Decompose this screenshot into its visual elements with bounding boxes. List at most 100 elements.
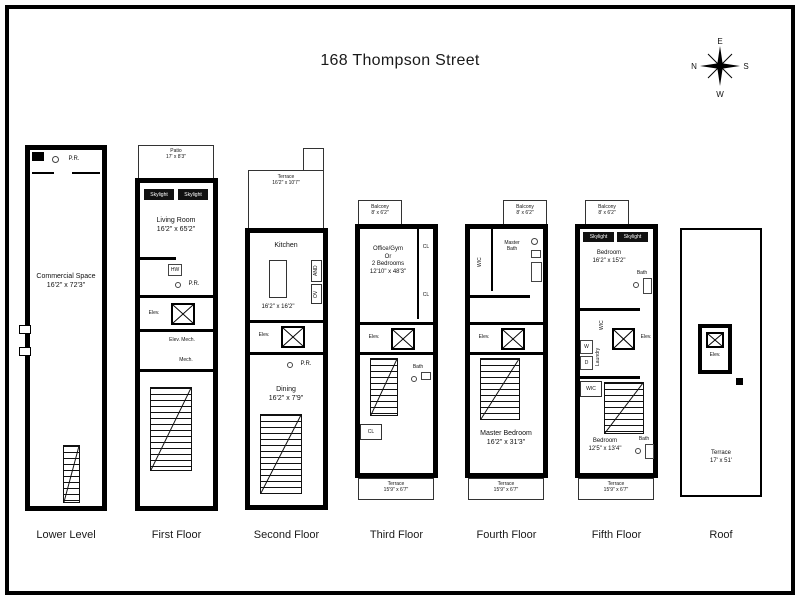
balcony-outline (503, 200, 547, 226)
compass-south-label: S (743, 62, 748, 71)
toilet-fixture (633, 282, 639, 288)
room-name: Bath (506, 246, 518, 253)
balcony-name: Balcony (598, 204, 616, 210)
wall-segment (470, 352, 543, 355)
room-name: Living Room (156, 217, 196, 224)
balcony-label: Balcony 8' x 6'2" (358, 204, 402, 217)
closet-outline (580, 381, 602, 397)
skylight-right: Skylight (178, 189, 208, 200)
sink-fixture (531, 250, 541, 258)
room-label: Master Bedroom 16'2" x 31'3" (471, 430, 541, 448)
sink-fixture (421, 372, 431, 380)
floorplan-roof: Elev. Terrace 17' x 51' (680, 228, 762, 497)
wall-notch (19, 325, 31, 334)
room-label: Bedroom 16'2" x 15'2" (579, 250, 639, 265)
wic-label: WIC (599, 320, 605, 330)
terrace-dims: 15'9" x 6'7" (383, 487, 409, 494)
wall-segment (250, 352, 323, 355)
wall-segment (580, 308, 640, 311)
room-name: 2 Bedrooms (371, 261, 405, 267)
closet-outline (360, 424, 382, 440)
kitchen-label: Kitchen (274, 242, 298, 249)
skylight-right: Skylight (617, 232, 648, 242)
compass-star-icon: E S W N (691, 37, 749, 99)
skylight-left: Skylight (583, 232, 614, 242)
elevator-label: Elev. (148, 310, 160, 316)
wic-label: WIC (586, 386, 596, 392)
terrace-name: Terrace (387, 481, 405, 487)
room-name: Commercial Space (36, 273, 96, 280)
appliance (311, 284, 322, 304)
terrace-label: Terrace 15'9" x 6'7" (468, 481, 544, 494)
bath-label: Bath (636, 270, 648, 276)
room-dims: 12'5" x 13'4" (588, 445, 622, 452)
terrace-dims: 15'9" x 6'7" (603, 487, 629, 494)
floorplan-lower-level: P.R. Commercial Space 16'2" x 72'3" (19, 145, 107, 511)
wall-segment (72, 172, 100, 174)
room-name: Master Bedroom (480, 430, 532, 437)
terrace-label: Terrace 15'9" x 6'7" (358, 481, 434, 494)
wall-segment (32, 152, 44, 161)
room-label: Living Room 16'2" x 65'2" (141, 217, 211, 235)
floor-name-roof: Roof (709, 529, 733, 541)
balcony-label: Balcony 8' x 6'2" (585, 204, 629, 217)
compass-west-label: W (716, 90, 724, 98)
staircase (150, 387, 192, 471)
dining-name: Dining (276, 386, 296, 393)
balcony-dims: 8' x 6'2" (371, 210, 389, 217)
toilet-fixture (411, 376, 417, 382)
wall-segment (470, 322, 543, 325)
staircase (370, 358, 398, 416)
terrace-label: Terrace 17' x 51' (680, 450, 762, 465)
tub-fixture (645, 444, 654, 459)
closet-label: CL (422, 244, 430, 250)
wall-segment (250, 320, 323, 323)
sink-fixture (52, 156, 59, 163)
kitchen-dims: 16'2" x 16'2" (261, 304, 295, 310)
page-border (5, 5, 795, 595)
staircase (260, 414, 302, 494)
dryer-label: D (584, 360, 589, 366)
terrace-outline (248, 170, 324, 230)
wall-segment (417, 229, 419, 319)
room-name: Bedroom (592, 438, 618, 444)
terrace-outline (468, 478, 544, 500)
laundry-label: Laundry (595, 347, 601, 367)
compass-north-label: N (691, 62, 697, 71)
room-name: Office/Gym (373, 246, 403, 252)
room-dims: 16'2" x 15'2" (592, 257, 626, 264)
terrace-name: Terrace (710, 450, 731, 456)
room-name: Master (504, 240, 520, 246)
dining-label: Dining 16'2" x 7'9" (251, 386, 321, 404)
wall-segment (140, 329, 213, 332)
kitchen-island (269, 260, 287, 298)
dryer-box (580, 356, 593, 370)
compass-east-label: E (717, 37, 722, 46)
elev-mech-label: Elev. Mech. (169, 337, 195, 343)
wall-segment (360, 352, 433, 355)
tub-fixture (531, 262, 542, 282)
powder-room-label: P.R. (188, 281, 200, 287)
floorplan-fifth-floor: Balcony 8' x 6'2" Skylight Skylight Bedr… (575, 200, 658, 500)
terrace-name: Terrace (497, 481, 515, 487)
room-label: Office/Gym Or 2 Bedrooms 12'10" x 48'3" (359, 246, 417, 276)
bath-label: Bath (638, 436, 650, 442)
floor-name-second-floor: Second Floor (253, 529, 320, 541)
elevator-shaft (501, 328, 525, 350)
terrace-name: Terrace (277, 174, 295, 180)
patio-dims: 17' x 8'3" (165, 154, 187, 161)
elevator-label: Elev. (368, 334, 380, 340)
floorplan-third-floor: Balcony 8' x 6'2" Office/Gym Or 2 Bedroo… (355, 200, 438, 500)
floorplan-first-floor: Patio 17' x 8'3" Skylight Skylight Livin… (135, 145, 218, 511)
elevator-label: Elev. (478, 334, 490, 340)
floor-name-third-floor: Third Floor (369, 529, 424, 541)
exterior-walls (465, 224, 548, 478)
skylight-left: Skylight (144, 189, 174, 200)
wall-segment (32, 172, 54, 174)
appliance-label: OV (313, 290, 319, 298)
toilet-fixture (531, 238, 538, 245)
wall-segment (140, 257, 176, 260)
terrace-dims: 17' x 51' (710, 457, 732, 464)
room-dims: 16'2" x 65'2" (156, 225, 196, 233)
room-name: Bedroom (596, 250, 622, 256)
